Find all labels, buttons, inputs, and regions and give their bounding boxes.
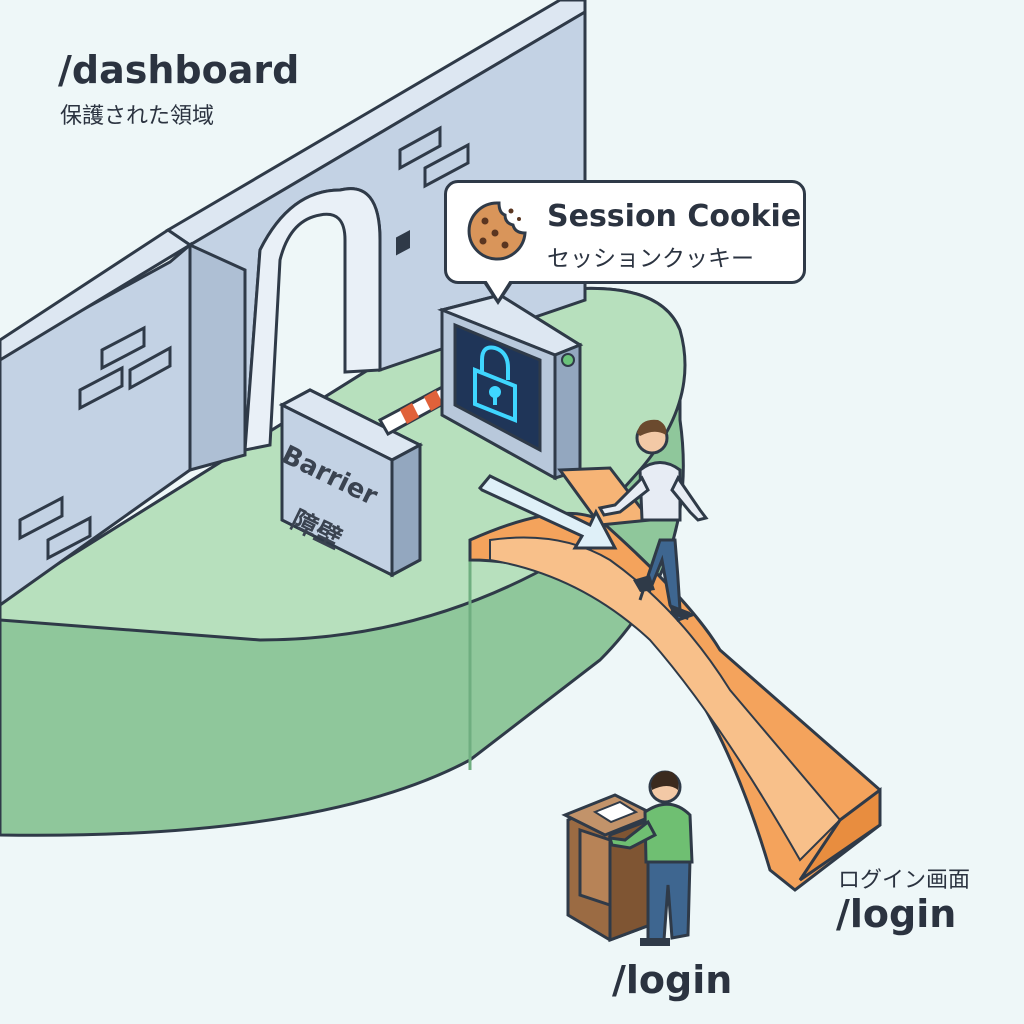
login-screen-caption: ログイン画面	[838, 868, 971, 893]
bubble-tail-inner	[486, 280, 510, 299]
gate-kiosk	[437, 293, 584, 481]
lock-icon	[473, 345, 517, 423]
session-cookie-subtitle: セッションクッキー	[547, 246, 754, 272]
kiosk-status-light	[561, 353, 575, 367]
redirect-arrow	[477, 474, 618, 550]
exit-slide	[468, 466, 882, 892]
barrier-post	[278, 229, 424, 578]
barrier-sensor	[396, 229, 410, 256]
cookie-icon	[467, 201, 527, 261]
podium-login-path: /login	[612, 958, 733, 1002]
stone-wall	[0, 0, 587, 607]
user-at-login	[607, 770, 694, 946]
user-sliding	[597, 419, 709, 622]
dashboard-path-label: /dashboard	[58, 48, 300, 92]
session-cookie-bubble: Session Cookie セッションクッキー	[444, 180, 806, 284]
protected-area-caption: 保護された領域	[60, 104, 215, 129]
login-podium	[561, 793, 659, 943]
session-cookie-title: Session Cookie	[547, 199, 802, 234]
login-screen-path: /login	[836, 892, 957, 936]
